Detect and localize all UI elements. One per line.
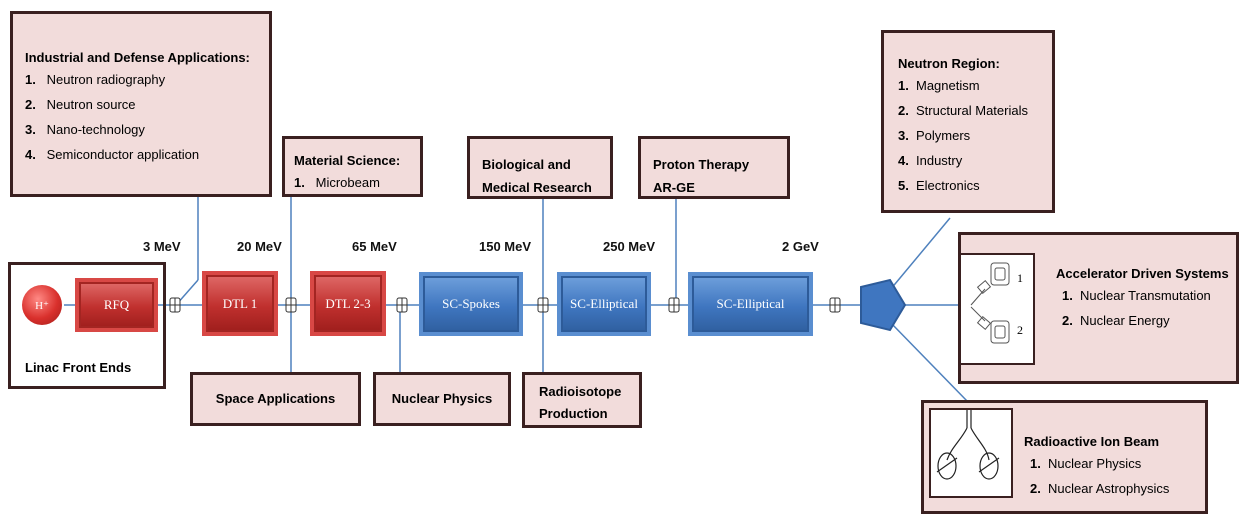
energy-label: 150 MeV bbox=[479, 239, 532, 254]
neutron-connector bbox=[889, 217, 951, 291]
radioactive-ion-beam-title: Radioactive Ion Beam bbox=[1024, 434, 1160, 449]
radioisotope-production-box: Radioisotope Production bbox=[522, 372, 642, 428]
accelerator-driven-content: Accelerator Driven Systems 1.Nuclear Tra… bbox=[1056, 265, 1229, 333]
coupler-icon bbox=[537, 297, 549, 313]
module-dtl23: DTL 2-3 bbox=[310, 271, 386, 336]
list-item: 5.Electronics bbox=[898, 178, 980, 193]
module-label: DTL 1 bbox=[222, 295, 258, 311]
proton-therapy-box: Proton Therapy AR-GE bbox=[638, 136, 790, 199]
list-item: 2. Neutron source bbox=[25, 97, 136, 112]
energy-label: 2 GeV bbox=[782, 239, 819, 254]
ion-beam-icon bbox=[929, 408, 1013, 498]
biological-medical-box: Biological and Medical Research bbox=[467, 136, 613, 199]
proton-source-label: H⁺ bbox=[35, 299, 49, 312]
module-sc-spokes: SC-Spokes bbox=[419, 272, 523, 336]
industrial-defense-list: 1. Neutron radiography 2. Neutron source… bbox=[25, 67, 269, 167]
space-applications-title: Space Applications bbox=[215, 391, 336, 406]
accelerator-driven-title: Accelerator Driven Systems bbox=[1056, 266, 1229, 281]
proton-therapy-line1: Proton Therapy bbox=[653, 157, 750, 172]
radioisotope-line1: Radioisotope bbox=[539, 384, 622, 399]
list-item: 1.Nuclear Transmutation bbox=[1062, 288, 1211, 303]
list-item: 1. Microbeam bbox=[294, 175, 380, 190]
neutron-region-box: Neutron Region: 1.Magnetism 2.Structural… bbox=[881, 30, 1055, 213]
list-item: 2.Nuclear Astrophysics bbox=[1030, 481, 1170, 496]
nuclear-physics-title: Nuclear Physics bbox=[391, 391, 493, 406]
energy-label: 250 MeV bbox=[603, 239, 656, 254]
coupler-icon bbox=[169, 297, 181, 313]
list-item: 1. Neutron radiography bbox=[25, 72, 166, 87]
reactor-label-2: 2 bbox=[1017, 323, 1023, 337]
ion-beam-drawing bbox=[936, 410, 1000, 480]
proton-source-icon: H⁺ bbox=[22, 285, 62, 325]
material-science-title: Material Science: bbox=[294, 153, 401, 168]
linac-front-ends-title: Linac Front Ends bbox=[25, 360, 132, 375]
reactor-drawing bbox=[970, 262, 1010, 344]
list-item: 3.Polymers bbox=[898, 128, 971, 143]
reactor-label-1: 1 bbox=[1017, 271, 1023, 285]
list-item: 1.Nuclear Physics bbox=[1030, 456, 1142, 471]
coupler-icon bbox=[285, 297, 297, 313]
neutron-region-title: Neutron Region: bbox=[898, 56, 1000, 71]
list-item: 1.Magnetism bbox=[898, 78, 980, 93]
list-item: 4.Industry bbox=[898, 153, 963, 168]
biological-medical-line1: Biological and bbox=[482, 157, 571, 172]
rib-connector bbox=[889, 321, 969, 403]
accelerator-driven-box: 1 2 Accelerator Driven Systems 1.Nuclear… bbox=[958, 232, 1239, 384]
module-rfq: RFQ bbox=[75, 278, 158, 332]
radioactive-ion-beam-content: Radioactive Ion Beam 1.Nuclear Physics 2… bbox=[1024, 433, 1169, 501]
module-label: SC-Elliptical bbox=[716, 296, 785, 311]
energy-label: 65 MeV bbox=[352, 239, 397, 254]
radioactive-ion-beam-box: Radioactive Ion Beam 1.Nuclear Physics 2… bbox=[921, 400, 1208, 514]
linac-front-ends-box: Linac Front Ends bbox=[8, 262, 166, 389]
radioactive-ion-beam-list: 1.Nuclear Physics 2.Nuclear Astrophysics bbox=[1024, 451, 1169, 501]
space-applications-box: Space Applications bbox=[190, 372, 361, 426]
coupler-icon bbox=[668, 297, 680, 313]
beam-splitter-icon bbox=[860, 278, 907, 332]
material-science-list: 1. Microbeam bbox=[294, 170, 420, 195]
energy-label: 3 MeV bbox=[143, 239, 181, 254]
biological-medical-line2: Medical Research bbox=[482, 180, 592, 195]
beam-couplers bbox=[169, 297, 841, 313]
radioisotope-line2: Production bbox=[539, 406, 608, 421]
proton-therapy-line2: AR-GE bbox=[653, 180, 695, 195]
module-label: RFQ bbox=[103, 297, 130, 312]
module-sc-elliptical-1: SC-Elliptical bbox=[557, 272, 651, 336]
list-item: 4. Semiconductor application bbox=[25, 147, 200, 162]
module-label: SC-Elliptical bbox=[570, 296, 638, 311]
coupler-icon bbox=[829, 297, 841, 313]
industrial-defense-title: Industrial and Defense Applications: bbox=[25, 50, 250, 65]
list-item: 2.Nuclear Energy bbox=[1062, 313, 1170, 328]
list-item: 2.Structural Materials bbox=[898, 103, 1028, 118]
neutron-region-list: 1.Magnetism 2.Structural Materials 3.Pol… bbox=[898, 73, 1052, 198]
nuclear-physics-box: Nuclear Physics bbox=[373, 372, 511, 426]
reactor-icon: 1 2 bbox=[961, 253, 1035, 365]
module-label: DTL 2-3 bbox=[325, 295, 371, 311]
industrial-defense-box: Industrial and Defense Applications: 1. … bbox=[10, 11, 272, 197]
coupler-icon bbox=[396, 297, 408, 313]
energy-label: 20 MeV bbox=[237, 239, 282, 254]
module-label: SC-Spokes bbox=[442, 296, 500, 311]
material-science-box: Material Science: 1. Microbeam bbox=[282, 136, 423, 197]
accelerator-driven-list: 1.Nuclear Transmutation 2.Nuclear Energy bbox=[1056, 283, 1229, 333]
module-sc-elliptical-2: SC-Elliptical bbox=[688, 272, 813, 336]
list-item: 3. Nano-technology bbox=[25, 122, 145, 137]
module-dtl1: DTL 1 bbox=[202, 271, 278, 336]
